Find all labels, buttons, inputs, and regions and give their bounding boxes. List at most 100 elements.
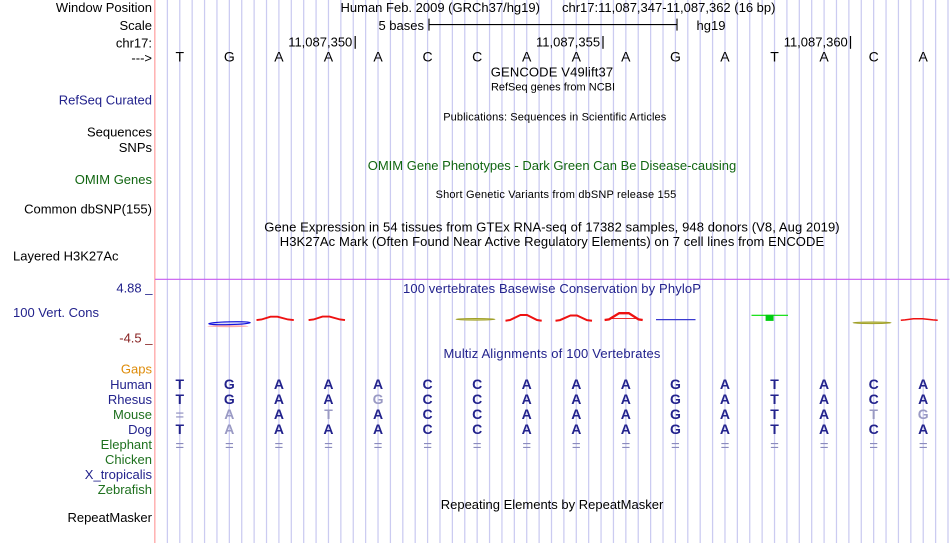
svg-text:=: = [869, 437, 878, 454]
svg-text:C: C [423, 48, 433, 64]
svg-text:G: G [670, 406, 681, 422]
svg-text:chr17:11,087,347-11,087,362 (1: chr17:11,087,347-11,087,362 (16 bp) [562, 0, 775, 15]
svg-text:A: A [720, 406, 730, 422]
svg-text:hg19: hg19 [697, 18, 726, 33]
svg-text:A: A [919, 48, 929, 64]
svg-text:--->: ---> [131, 51, 152, 66]
svg-text:=: = [919, 437, 928, 454]
svg-text:=: = [770, 437, 779, 454]
svg-text:A: A [324, 48, 334, 64]
svg-text:T: T [770, 48, 779, 64]
svg-text:11,087,360: 11,087,360 [784, 35, 848, 50]
svg-text:Multiz Alignments of 100 Verte: Multiz Alignments of 100 Vertebrates [443, 346, 660, 361]
svg-text:G: G [670, 48, 681, 64]
svg-text:100 Vert. Cons: 100 Vert. Cons [13, 305, 99, 320]
svg-text:A: A [274, 376, 284, 392]
svg-text:=: = [225, 437, 234, 454]
svg-text:A: A [571, 421, 581, 437]
svg-text:A: A [819, 391, 829, 407]
svg-text:A: A [373, 48, 383, 64]
svg-text:=: = [721, 437, 730, 454]
svg-text:=: = [324, 437, 333, 454]
svg-text:C: C [869, 421, 879, 437]
svg-text:A: A [323, 376, 333, 392]
svg-text:A: A [819, 421, 829, 437]
svg-text:A: A [621, 391, 631, 407]
svg-text:Elephant: Elephant [101, 437, 153, 452]
svg-text:A: A [621, 48, 631, 64]
svg-text:RefSeq Curated: RefSeq Curated [59, 93, 152, 108]
svg-text:A: A [621, 421, 631, 437]
svg-text:A: A [274, 421, 284, 437]
svg-text:Publications: Sequences in Sci: Publications: Sequences in Scientific Ar… [443, 111, 667, 123]
svg-text:=: = [175, 407, 184, 424]
svg-text:T: T [770, 421, 779, 437]
svg-text:T: T [175, 376, 184, 392]
svg-text:A: A [819, 376, 829, 392]
svg-text:A: A [720, 48, 730, 64]
svg-text:A: A [571, 376, 581, 392]
svg-text:A: A [918, 391, 928, 407]
svg-text:G: G [670, 376, 681, 392]
svg-text:A: A [522, 48, 532, 64]
svg-text:A: A [323, 391, 333, 407]
svg-text:GENCODE V49lift37: GENCODE V49lift37 [491, 65, 613, 80]
svg-text:Window Position: Window Position [56, 0, 152, 15]
svg-text:T: T [324, 406, 333, 422]
svg-text:=: = [275, 437, 284, 454]
svg-text:T: T [770, 391, 779, 407]
svg-text:H3K27Ac Mark (Often Found Near: H3K27Ac Mark (Often Found Near Active Re… [280, 234, 825, 249]
svg-text:=: = [522, 437, 531, 454]
svg-text:SNPs: SNPs [119, 140, 153, 155]
svg-text:Short Genetic Variants from db: Short Genetic Variants from dbSNP releas… [436, 189, 677, 201]
svg-text:A: A [224, 406, 234, 422]
svg-text:=: = [621, 437, 630, 454]
svg-text:G: G [670, 391, 681, 407]
svg-text:C: C [472, 376, 482, 392]
svg-text:Repeating Elements by RepeatMa: Repeating Elements by RepeatMasker [441, 497, 664, 512]
svg-text:X_tropicalis: X_tropicalis [85, 467, 153, 482]
svg-text:C: C [472, 48, 482, 64]
svg-text:A: A [720, 391, 730, 407]
svg-text:G: G [224, 48, 235, 64]
svg-text:T: T [175, 391, 184, 407]
svg-text:C: C [472, 406, 482, 422]
svg-text:chr17:: chr17: [116, 36, 152, 51]
svg-text:T: T [175, 421, 184, 437]
svg-text:Human: Human [110, 377, 152, 392]
svg-text:A: A [373, 406, 383, 422]
svg-text:A: A [571, 406, 581, 422]
svg-text:G: G [918, 406, 929, 422]
svg-text:A: A [621, 376, 631, 392]
svg-text:C: C [423, 421, 433, 437]
svg-text:A: A [918, 376, 928, 392]
svg-text:T: T [770, 376, 779, 392]
svg-text:C: C [423, 391, 433, 407]
svg-text:A: A [621, 406, 631, 422]
svg-text:RefSeq genes from NCBI: RefSeq genes from NCBI [491, 81, 615, 93]
svg-text:OMIM Gene Phenotypes - Dark Gr: OMIM Gene Phenotypes - Dark Green Can Be… [368, 158, 737, 173]
svg-text:A: A [274, 48, 284, 64]
svg-text:G: G [224, 391, 235, 407]
svg-text:T: T [770, 406, 779, 422]
svg-text:=: = [423, 437, 432, 454]
svg-text:A: A [720, 421, 730, 437]
svg-text:100 vertebrates Basewise Conse: 100 vertebrates Basewise Conservation by… [403, 281, 701, 296]
svg-text:11,087,350: 11,087,350 [288, 35, 352, 50]
svg-text:4.88 _: 4.88 _ [116, 281, 153, 296]
svg-text:A: A [522, 376, 532, 392]
svg-text:G: G [670, 421, 681, 437]
svg-text:Dog: Dog [128, 422, 152, 437]
svg-text:Gaps: Gaps [121, 362, 153, 377]
svg-text:Scale: Scale [119, 18, 152, 33]
svg-text:A: A [323, 421, 333, 437]
svg-text:C: C [423, 406, 433, 422]
svg-text:C: C [869, 376, 879, 392]
svg-text:T: T [869, 406, 878, 422]
svg-text:=: = [473, 437, 482, 454]
svg-text:G: G [224, 376, 235, 392]
svg-text:A: A [373, 376, 383, 392]
svg-text:Layered H3K27Ac: Layered H3K27Ac [13, 248, 119, 263]
svg-text:A: A [819, 48, 829, 64]
svg-text:RepeatMasker: RepeatMasker [67, 510, 152, 525]
